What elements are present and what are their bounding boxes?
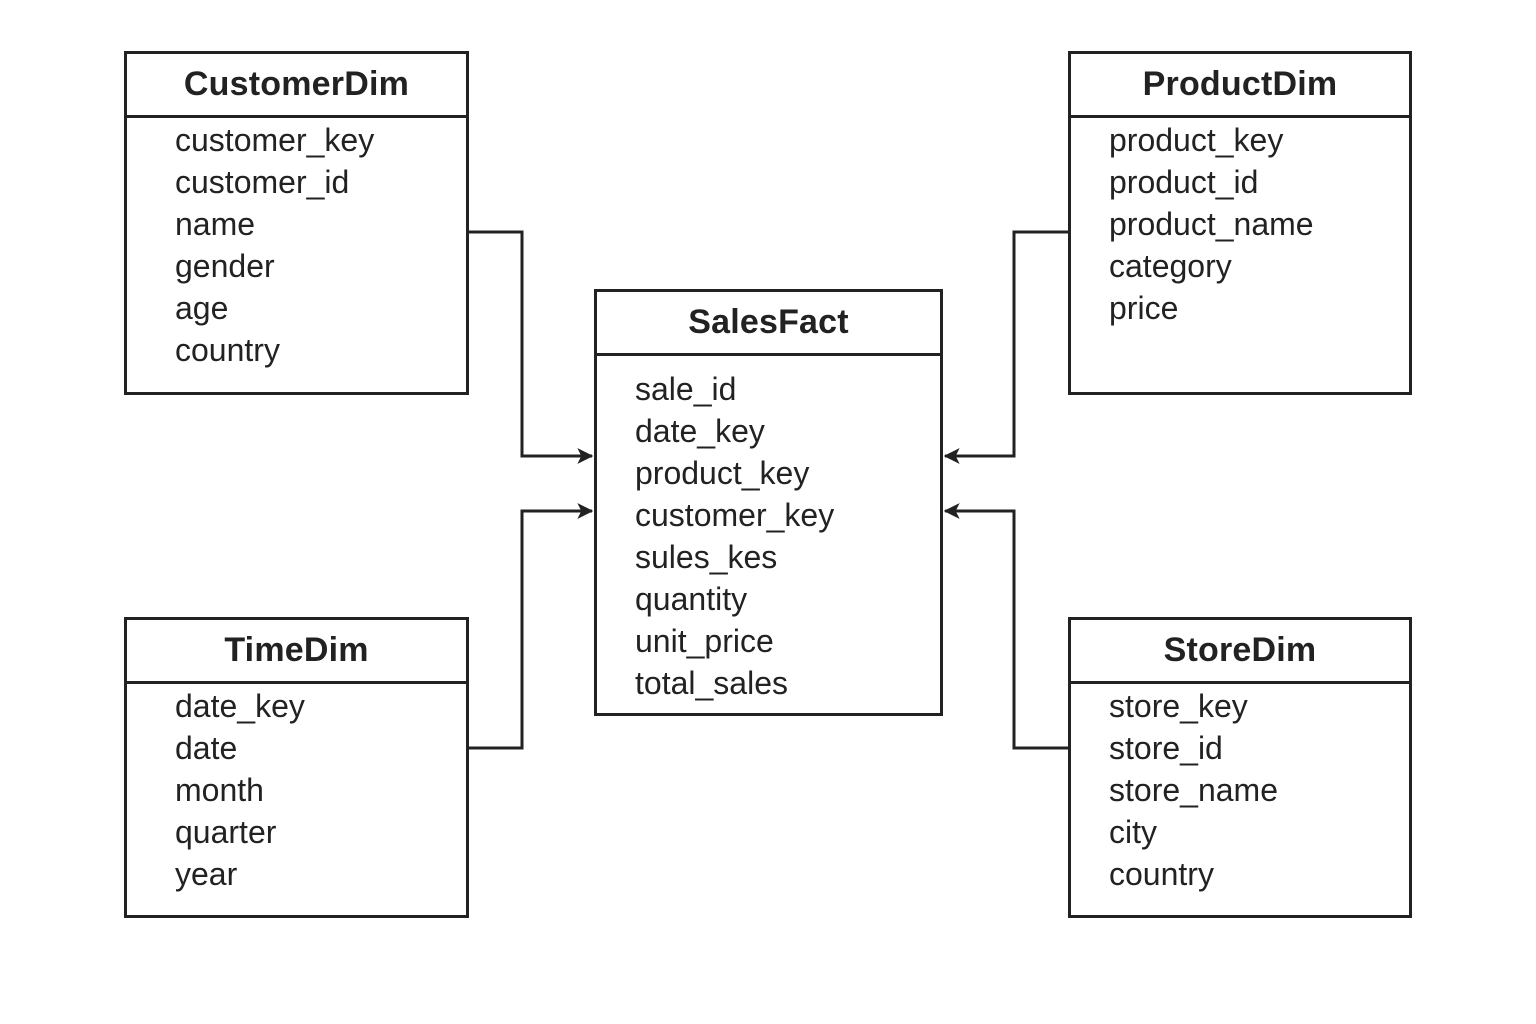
field-sale-id: sale_id (635, 371, 737, 407)
field-country: country (175, 332, 280, 368)
field-store-name: store_name (1109, 772, 1278, 808)
field-product-key: product_key (635, 455, 810, 491)
entity-header: CustomerDim (127, 54, 466, 118)
field-date: date (175, 730, 238, 766)
entity-title: ProductDim (1142, 65, 1338, 103)
field-gender: gender (175, 248, 275, 284)
field-store-key: store_key (1109, 688, 1248, 724)
field-customer-id: customer_id (175, 164, 350, 200)
field-product-name: product_name (1109, 206, 1314, 242)
field-product-id: product_id (1109, 164, 1259, 200)
field-store-id: store_id (1109, 730, 1223, 766)
entity-title: TimeDim (224, 631, 369, 669)
field-sules-kes: sules_kes (635, 539, 778, 575)
field-unit-price: unit_price (635, 623, 774, 659)
entity-header: TimeDim (127, 620, 466, 684)
entity-title: CustomerDim (183, 65, 410, 103)
field-name: name (175, 206, 256, 242)
field-quarter: quarter (175, 814, 277, 850)
connector-customer-to-sales (469, 230, 594, 464)
field-product-key: product_key (1109, 122, 1284, 158)
field-year: year (175, 856, 238, 892)
field-date-key: date_key (175, 688, 305, 724)
field-total-sales: total_sales (635, 665, 788, 701)
entity-header: ProductDim (1071, 54, 1409, 118)
field-city: city (1109, 814, 1157, 850)
connector-product-to-sales (943, 230, 1068, 464)
entity-title: StoreDim (1163, 631, 1317, 669)
field-category: category (1109, 248, 1232, 284)
field-customer-key: customer_key (175, 122, 375, 158)
connector-time-to-sales (469, 503, 594, 750)
field-price: price (1109, 290, 1179, 326)
field-month: month (175, 772, 264, 808)
connector-store-to-sales (943, 503, 1068, 750)
field-age: age (175, 290, 229, 326)
field-country: country (1109, 856, 1214, 892)
field-date-key: date_key (635, 413, 765, 449)
entity-header: SalesFact (597, 292, 940, 356)
entity-header: StoreDim (1071, 620, 1409, 684)
field-customer-key: customer_key (635, 497, 835, 533)
entity-title: SalesFact (688, 303, 849, 341)
field-quantity: quantity (635, 581, 748, 617)
